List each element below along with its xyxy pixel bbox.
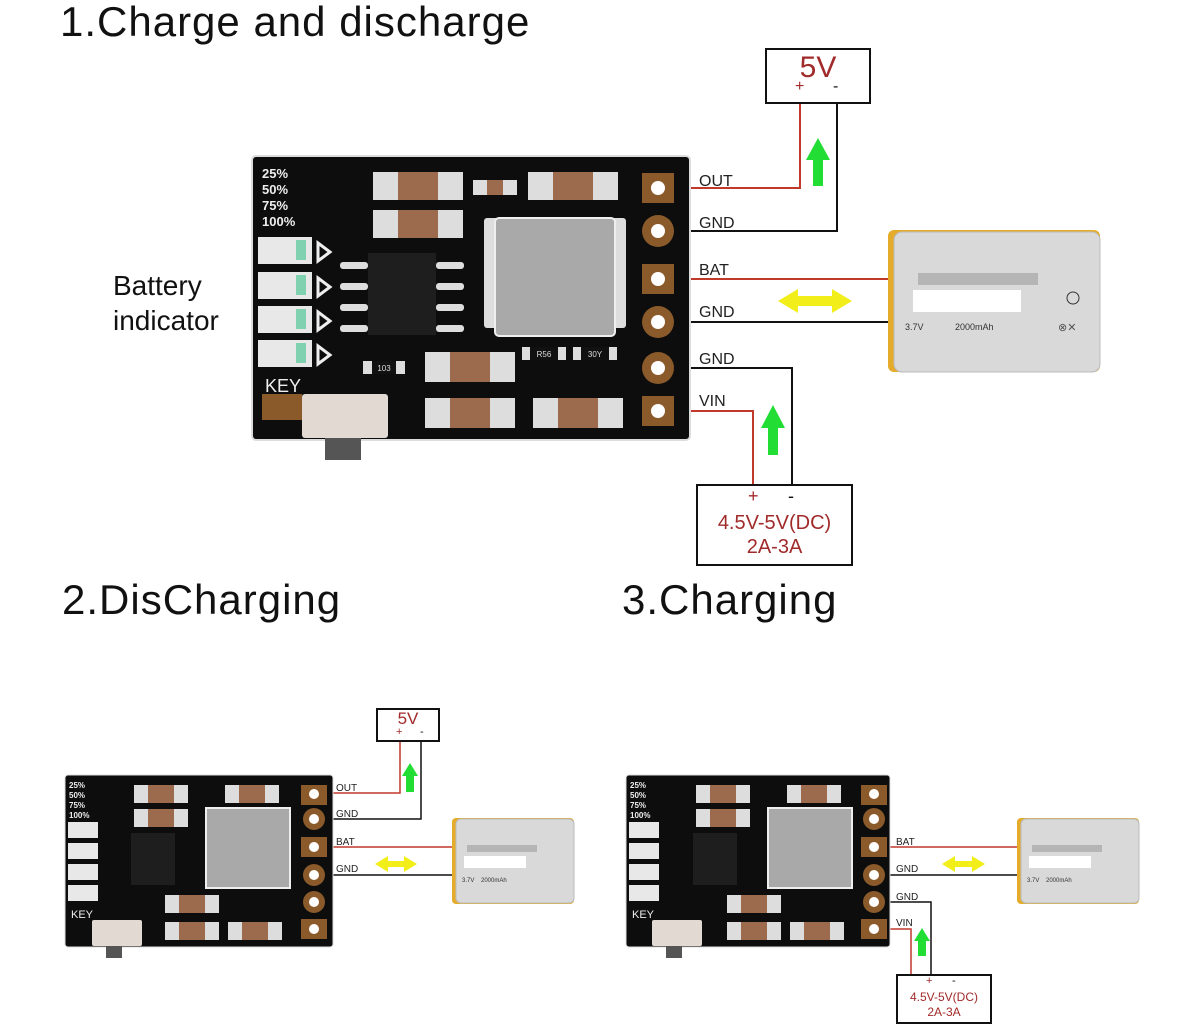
section-title-discharging: 2.DisCharging [62,576,342,623]
percent-label: 25% [630,781,646,790]
percent-label: 75% [69,801,85,810]
input-supply-current: 2A-3A [927,1005,961,1019]
percent-label: 50% [630,791,646,800]
wire-gnd-negative [672,100,838,232]
pin-label-out: OUT [336,783,357,794]
pin-label-vin: VIN [896,918,913,929]
battery-spec-capacity: 2000mAh [955,322,994,332]
pin-pads [642,173,674,426]
output-supply-box: 5V + - [765,48,871,104]
input-supply-minus: - [952,975,956,987]
bidirectional-arrow-icon [375,856,417,872]
bidirectional-arrow-icon [778,289,852,313]
percent-label: 100% [262,214,296,229]
pin-label-out: OUT [699,173,733,190]
diagram-charging: 25% 50% 75% 100% KEY BAT GND GND VIN 3.7… [625,774,1140,975]
pin-label-bat: BAT [896,837,915,848]
input-supply-plus: + [748,486,759,506]
percent-label: 75% [262,198,288,213]
output-supply-plus: + [795,78,805,95]
battery-spec-voltage: 3.7V [462,878,474,884]
lipo-battery: 3.7V 2000mAh [452,818,575,904]
led-indicators [258,237,333,367]
input-supply-plus: + [926,975,933,987]
key-label: KEY [632,909,655,921]
output-supply-box: 5V + - [376,708,440,742]
percent-label: 25% [69,781,85,790]
wire-out-positive [672,100,801,189]
output-supply-minus: - [420,726,424,738]
inductor [494,217,616,337]
power-flow-arrow-icon [806,138,830,186]
chip-marking: 103 [377,364,391,373]
key-switch [92,920,142,946]
power-flow-arrow-icon [914,928,930,956]
power-flow-arrow-icon [761,405,785,455]
ic-chip [368,253,436,335]
pcb-board: 103 R56 30Y 25% 50% 75% 100% KEY [251,155,691,460]
output-supply-minus: - [833,78,839,95]
battery-indicator-label-line1: Battery [113,270,202,301]
recycle-icon [1066,291,1080,305]
battery-spec-capacity: 2000mAh [481,878,507,884]
output-supply-plus: + [396,726,403,738]
input-supply-voltage: 4.5V-5V(DC) [717,512,832,534]
pin-label-gnd: GND [336,809,358,820]
key-switch [652,920,702,946]
battery-spec-voltage: 3.7V [1027,878,1039,884]
pcb-board: 25% 50% 75% 100% KEY [625,774,891,958]
wire-vin-gnd [672,367,793,485]
capacitors [373,172,623,428]
pcb-board: 25% 50% 75% 100% KEY [64,774,334,958]
percent-label: 100% [630,811,650,820]
pin-label-gnd: GND [896,864,918,875]
pin-label-gnd: GND [699,351,735,368]
percent-label: 100% [69,811,89,820]
input-supply-voltage: 4.5V-5V(DC) [909,990,979,1004]
input-supply-box: + - 4.5V-5V(DC) 2A-3A [896,974,992,1024]
lipo-battery: 3.7V 2000mAh ⊗✕ [888,230,1101,373]
key-label: KEY [265,376,301,396]
pin-label-gnd: GND [699,215,735,232]
battery-spec-capacity: 2000mAh [1046,878,1072,884]
input-supply-minus: - [788,486,794,506]
key-switch [302,394,388,460]
chip-marking: 30Y [588,350,603,359]
battery-indicator-label: Battery indicator [113,268,219,338]
diagram-discharging: 25% 50% 75% 100% KEY OUT GND BAT GND 3.7… [64,738,575,958]
power-flow-arrow-icon [402,763,418,792]
battery-disposal-icon: ⊗✕ [1058,322,1076,334]
percent-label: 75% [630,801,646,810]
pin-label-vin: VIN [699,393,726,410]
percent-label: 25% [262,166,288,181]
input-supply-current: 2A-3A [746,536,803,558]
output-supply-voltage: 5V [397,709,419,728]
input-supply-box: + - 4.5V-5V(DC) 2A-3A [696,484,853,566]
lipo-battery: 3.7V 2000mAh [1017,818,1140,904]
battery-indicator-label-line2: indicator [113,305,219,336]
percent-label: 50% [69,791,85,800]
chip-marking: R56 [537,350,552,359]
percent-label: 50% [262,182,288,197]
bidirectional-arrow-icon [942,856,985,872]
diagram-charge-discharge: 103 R56 30Y 25% 50% 75% 100% KEY OUT GND [251,100,1101,485]
pin-label-gnd: GND [896,892,918,903]
pin-label-gnd: GND [336,864,358,875]
pin-label-bat: BAT [699,262,729,279]
pin-label-bat: BAT [336,837,355,848]
section-title-charge-discharge: 1.Charge and discharge [60,0,531,45]
section-title-charging: 3.Charging [622,576,838,623]
wire-vin-positive [672,410,754,485]
pin-label-gnd: GND [699,304,735,321]
battery-spec-voltage: 3.7V [905,322,924,332]
output-supply-voltage: 5V [799,51,837,84]
key-label: KEY [71,909,94,921]
